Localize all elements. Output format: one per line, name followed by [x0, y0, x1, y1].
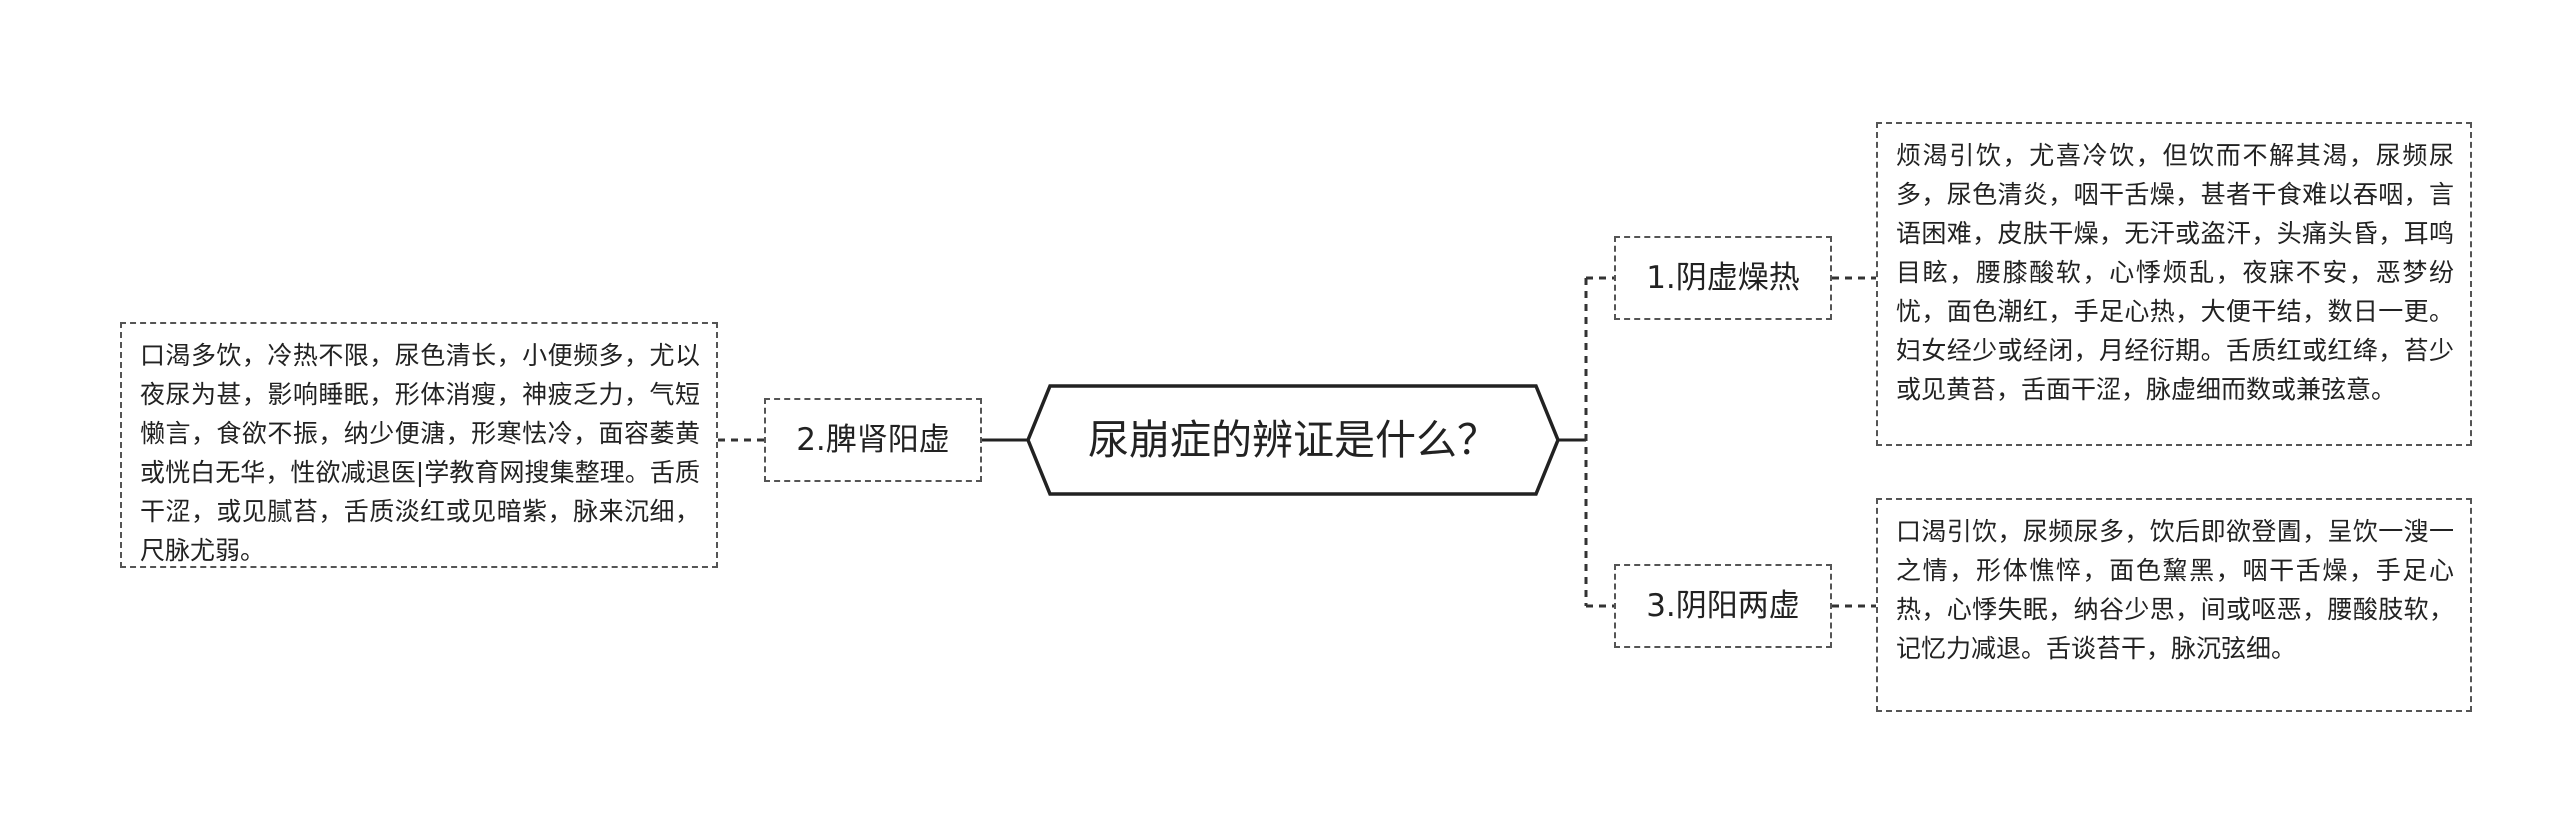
detail-yin-dry-heat: 烦渴引饮，尤喜冷饮，但饮而不解其渴，尿频尿多，尿色清炎，咽干舌燥，甚者干食难以吞… — [1876, 122, 2472, 446]
branch-yin-yang: 3.阴阳两虚 — [1614, 564, 1832, 648]
branch-yin-dry-heat-label: 1.阴虚燥热 — [1646, 259, 1800, 296]
branch-yin-dry-heat: 1.阴虚燥热 — [1614, 236, 1832, 320]
detail-spleen-kidney: 口渴多饮，冷热不限，尿色清长，小便频多，尤以夜尿为甚，影响睡眠，形体消瘦，神疲乏… — [120, 322, 718, 568]
detail-spleen-kidney-text: 口渴多饮，冷热不限，尿色清长，小便频多，尤以夜尿为甚，影响睡眠，形体消瘦，神疲乏… — [140, 341, 700, 565]
branch-spleen-kidney-label: 2.脾肾阳虚 — [796, 421, 950, 458]
branch-spleen-kidney: 2.脾肾阳虚 — [764, 398, 982, 482]
detail-yin-yang-text: 口渴引饮，尿频尿多，饮后即欲登圊，呈饮一溲一之情，形体憔悴，面色黧黑，咽干舌燥，… — [1896, 517, 2454, 663]
root-topic-title: 尿崩症的辨证是什么？ — [1088, 415, 1498, 464]
branch-yin-yang-label: 3.阴阳两虚 — [1646, 587, 1800, 624]
detail-yin-dry-heat-text: 烦渴引饮，尤喜冷饮，但饮而不解其渴，尿频尿多，尿色清炎，咽干舌燥，甚者干食难以吞… — [1896, 141, 2454, 404]
detail-yin-yang: 口渴引饮，尿频尿多，饮后即欲登圊，呈饮一溲一之情，形体憔悴，面色黧黑，咽干舌燥，… — [1876, 498, 2472, 712]
